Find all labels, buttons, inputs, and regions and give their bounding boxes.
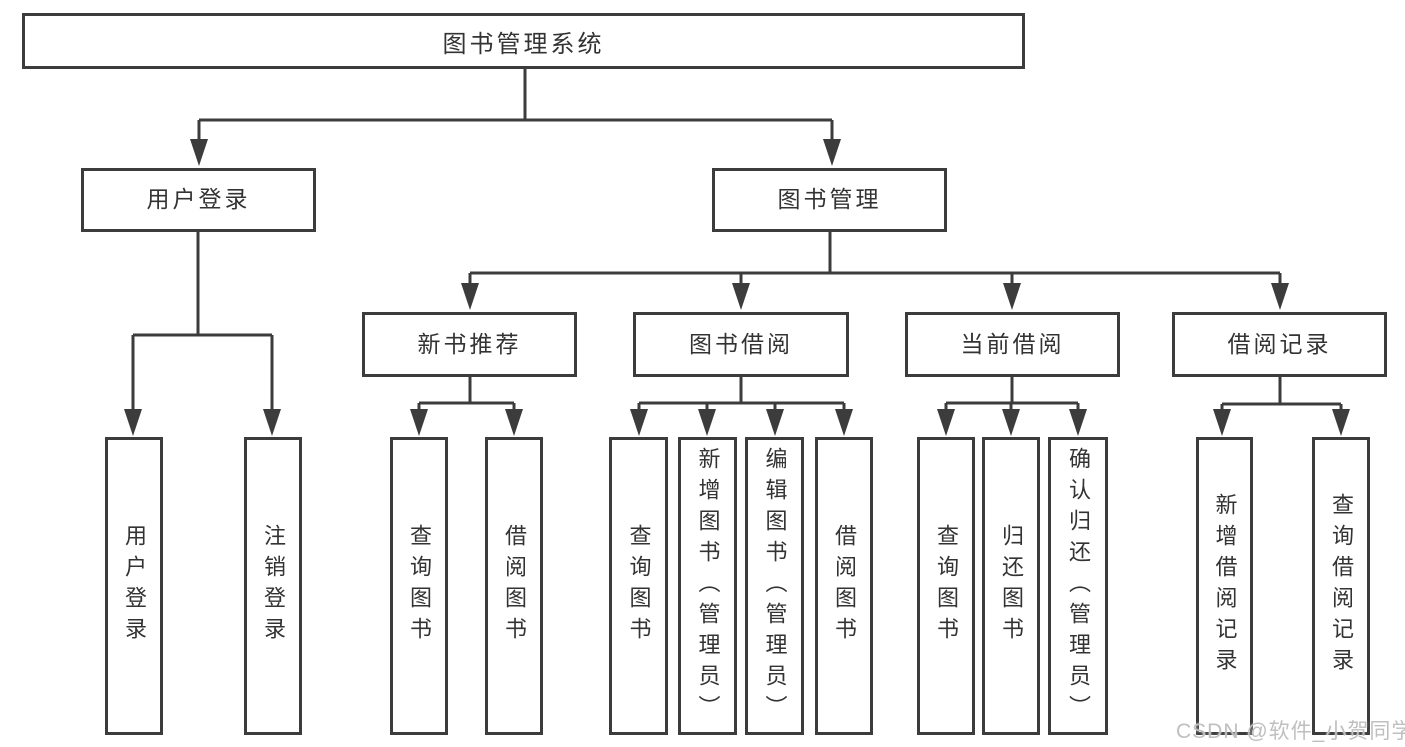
node-borrow-edit-books-admin-label: 编辑图书（管理员）: [762, 446, 788, 726]
node-current-query-books: 查询图书: [917, 437, 975, 735]
node-recommend-query-books-label: 查询图书: [407, 524, 432, 648]
node-user-login: 用户登录: [81, 168, 316, 232]
node-borrow-borrow-books: 借阅图书: [815, 437, 873, 735]
node-current-return-books-label: 归还图书: [999, 524, 1024, 648]
node-borrow-add-books-admin: 新增图书（管理员）: [678, 437, 737, 735]
node-user-login-label: 用户登录: [146, 186, 251, 213]
node-current-borrow-label: 当前借阅: [960, 330, 1065, 357]
node-records-query-record: 查询借阅记录: [1312, 437, 1370, 735]
node-borrow-borrow-books-label: 借阅图书: [832, 524, 857, 648]
node-current-confirm-return-admin-label: 确认归还（管理员）: [1066, 446, 1091, 726]
node-records-add-record: 新增借阅记录: [1196, 437, 1253, 735]
node-root-label: 图书管理系统: [442, 30, 605, 58]
csdn-watermark: CSDN @软件_小贺同学: [1176, 720, 1405, 743]
node-borrow-records: 借阅记录: [1172, 312, 1387, 377]
node-borrow-records-label: 借阅记录: [1227, 330, 1332, 357]
node-login-logout-label: 注销登录: [261, 524, 286, 648]
node-current-borrow: 当前借阅: [905, 312, 1120, 377]
node-borrow-query-books: 查询图书: [609, 437, 668, 735]
node-current-return-books: 归还图书: [982, 437, 1040, 735]
node-book-borrow: 图书借阅: [633, 312, 849, 377]
node-records-add-record-label: 新增借阅记录: [1212, 493, 1238, 679]
node-book-management: 图书管理: [712, 168, 947, 232]
node-borrow-add-books-admin-label: 新增图书（管理员）: [695, 446, 721, 726]
node-new-book-recommend-label: 新书推荐: [417, 330, 522, 357]
node-login-user-login-label: 用户登录: [122, 524, 147, 648]
node-borrow-query-books-label: 查询图书: [626, 524, 652, 648]
node-borrow-edit-books-admin: 编辑图书（管理员）: [745, 437, 804, 735]
node-login-user-login: 用户登录: [105, 437, 163, 735]
node-recommend-borrow-books-label: 借阅图书: [502, 524, 527, 648]
node-recommend-borrow-books: 借阅图书: [485, 437, 543, 735]
node-login-logout: 注销登录: [244, 437, 302, 735]
node-records-query-record-label: 查询借阅记录: [1329, 493, 1354, 679]
node-current-query-books-label: 查询图书: [934, 524, 959, 648]
node-current-confirm-return-admin: 确认归还（管理员）: [1048, 437, 1108, 735]
node-new-book-recommend: 新书推荐: [362, 312, 577, 377]
node-root: 图书管理系统: [22, 13, 1025, 69]
node-book-management-label: 图书管理: [777, 186, 882, 213]
node-recommend-query-books: 查询图书: [390, 437, 448, 735]
node-book-borrow-label: 图书借阅: [689, 330, 793, 357]
